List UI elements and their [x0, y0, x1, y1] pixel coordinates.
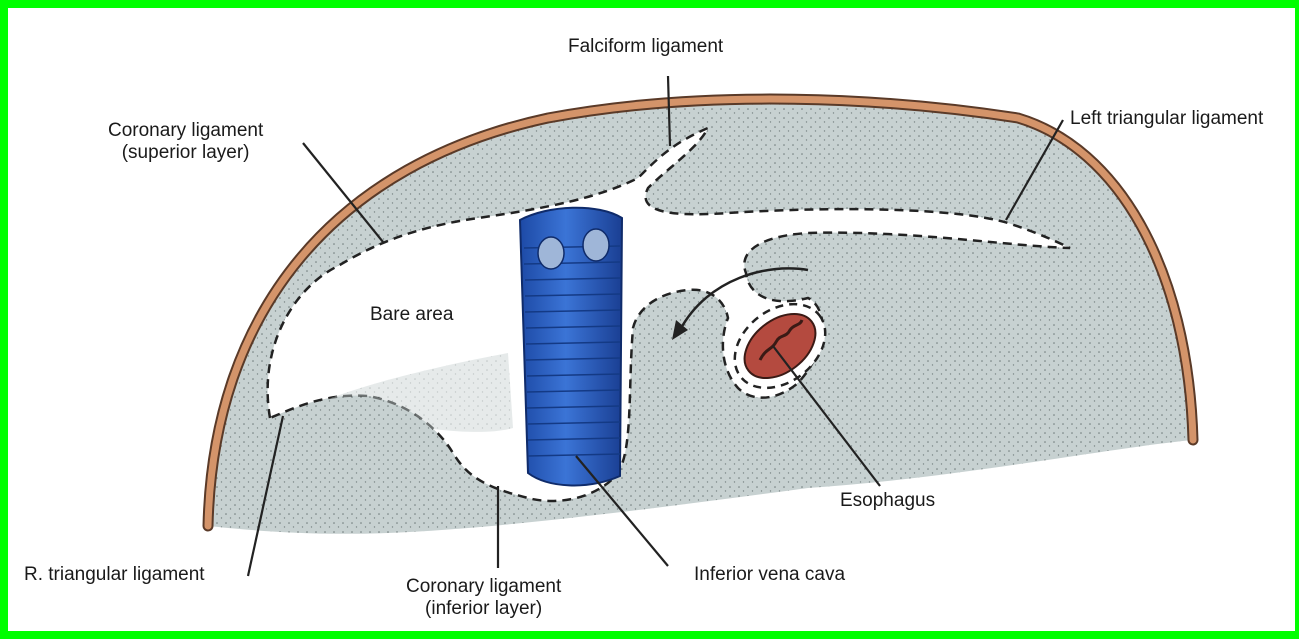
coronary-ligament-inferior-label: Coronary ligament (inferior layer) — [406, 576, 561, 620]
ivc-structure — [520, 208, 622, 486]
coronary-superior-line2: (superior layer) — [108, 142, 263, 164]
coronary-inferior-line1: Coronary ligament — [406, 576, 561, 598]
left-triangular-ligament-label: Left triangular ligament — [1070, 108, 1263, 130]
coronary-superior-line1: Coronary ligament — [108, 120, 263, 142]
coronary-inferior-line2: (inferior layer) — [406, 598, 561, 620]
coronary-ligament-superior-label: Coronary ligament (superior layer) — [108, 120, 263, 164]
inferior-vena-cava-label: Inferior vena cava — [694, 564, 845, 586]
bare-area-label: Bare area — [370, 304, 453, 326]
r-triangular-ligament-label: R. triangular ligament — [24, 564, 205, 586]
esophagus-label: Esophagus — [840, 490, 935, 512]
falciform-ligament-label: Falciform ligament — [568, 36, 723, 58]
liver-diagram — [8, 8, 1299, 639]
